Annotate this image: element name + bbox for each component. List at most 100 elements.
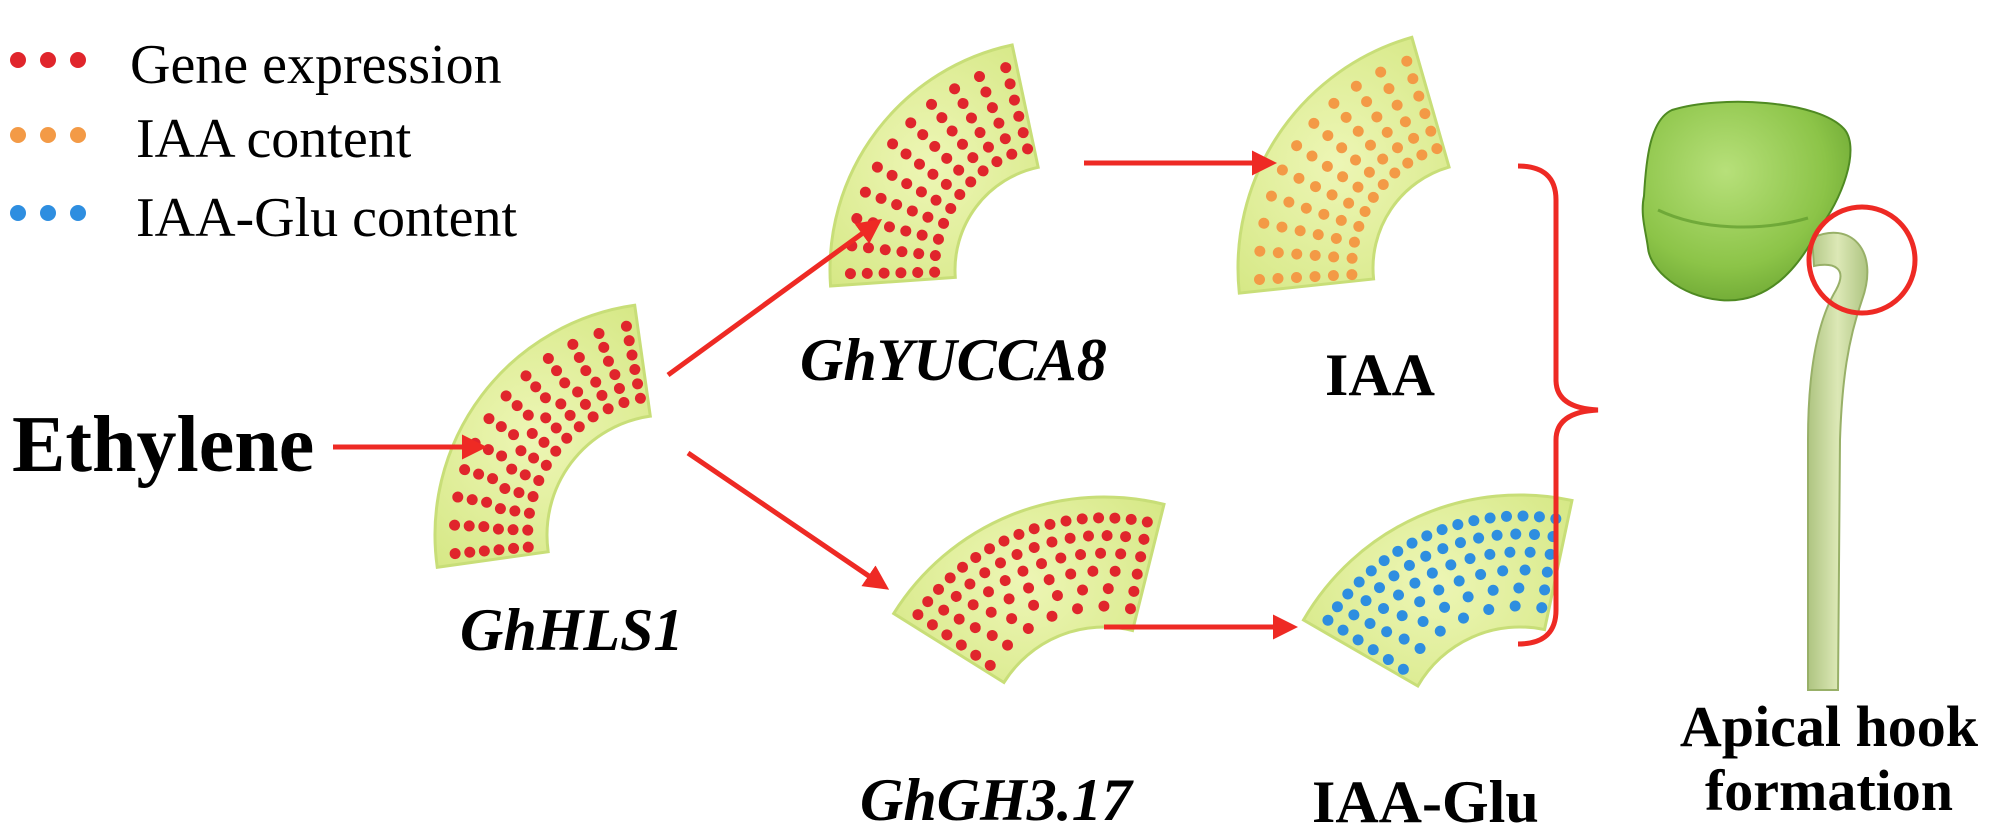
expression-dot bbox=[1283, 196, 1295, 208]
expression-dot bbox=[993, 117, 1005, 129]
legend-dot bbox=[70, 205, 86, 221]
expression-dot bbox=[974, 71, 986, 83]
expression-dot bbox=[1340, 111, 1352, 123]
expression-dot bbox=[929, 266, 941, 278]
expression-dot bbox=[1434, 625, 1446, 637]
expression-dot bbox=[916, 229, 928, 241]
expression-dot bbox=[1294, 225, 1306, 237]
expression-dot bbox=[1101, 530, 1113, 542]
tissue-shape bbox=[891, 495, 1166, 685]
expression-dot bbox=[945, 202, 957, 214]
expression-dot bbox=[1504, 546, 1516, 558]
expression-dot bbox=[1454, 537, 1466, 549]
expression-dot bbox=[1509, 600, 1521, 612]
expression-dot bbox=[539, 392, 551, 404]
expression-dot bbox=[572, 386, 584, 398]
expression-dot bbox=[949, 83, 961, 95]
expression-dot bbox=[459, 464, 471, 476]
expression-dot bbox=[965, 112, 977, 124]
expression-dot bbox=[1028, 541, 1040, 553]
expression-dot bbox=[1322, 130, 1334, 142]
expression-dot bbox=[1377, 153, 1389, 165]
expression-dot bbox=[1087, 565, 1099, 577]
outcome-line-2: formation bbox=[1704, 758, 1954, 823]
expression-dot bbox=[1391, 99, 1403, 111]
expression-dot bbox=[1254, 274, 1266, 286]
expression-dot bbox=[913, 248, 925, 260]
expression-dot bbox=[982, 141, 994, 153]
expression-dot bbox=[1377, 179, 1389, 191]
expression-dot bbox=[1539, 584, 1551, 596]
expression-dot bbox=[957, 561, 969, 573]
expression-dot bbox=[844, 268, 856, 280]
expression-dot bbox=[1402, 157, 1414, 169]
expression-dot bbox=[980, 86, 992, 98]
legend-dot bbox=[40, 205, 56, 221]
expression-dot bbox=[618, 397, 630, 409]
expression-dot bbox=[478, 521, 490, 533]
expression-dot bbox=[969, 622, 981, 634]
expression-dot bbox=[1426, 567, 1438, 579]
expression-dot bbox=[540, 412, 552, 424]
expression-dot bbox=[1043, 574, 1055, 586]
legend-dot bbox=[10, 52, 26, 68]
expression-dot bbox=[984, 543, 996, 555]
expression-dot bbox=[979, 567, 991, 579]
expression-dot bbox=[1382, 654, 1394, 666]
tissue-shape bbox=[828, 43, 1040, 288]
expression-dot bbox=[522, 524, 534, 536]
legend-dot bbox=[70, 127, 86, 143]
expression-dot bbox=[900, 225, 912, 237]
expression-dot bbox=[905, 117, 917, 129]
expression-dot bbox=[1336, 142, 1348, 154]
expression-dot bbox=[1365, 565, 1377, 577]
expression-dot bbox=[1414, 642, 1426, 654]
expression-dot bbox=[579, 398, 591, 410]
expression-dot bbox=[1363, 166, 1375, 178]
expression-dot bbox=[1419, 108, 1431, 120]
expression-dot bbox=[1396, 610, 1408, 622]
expression-dot bbox=[930, 194, 942, 206]
expression-dot bbox=[1392, 545, 1404, 557]
expression-dot bbox=[1401, 55, 1413, 67]
expression-dot bbox=[495, 421, 507, 433]
expression-dot bbox=[1293, 172, 1305, 184]
expression-dot bbox=[929, 250, 941, 262]
expression-dot bbox=[1291, 140, 1303, 152]
expression-dot bbox=[1013, 528, 1025, 540]
expression-dot bbox=[1431, 143, 1443, 155]
apical-hook-highlight-circle bbox=[1806, 204, 1918, 316]
expression-dot bbox=[879, 244, 891, 256]
expression-dot bbox=[941, 629, 953, 641]
expression-dot bbox=[1484, 548, 1496, 560]
tissue-panel-ghhls1 bbox=[433, 303, 652, 569]
expression-dot bbox=[519, 469, 531, 481]
expression-dot bbox=[613, 382, 625, 394]
expression-dot bbox=[626, 349, 638, 361]
expression-dot bbox=[1346, 252, 1358, 264]
expression-dot bbox=[487, 473, 499, 485]
expression-dot bbox=[506, 463, 518, 475]
expression-dot bbox=[985, 606, 997, 618]
expression-dot bbox=[1076, 513, 1088, 525]
expression-dot bbox=[632, 378, 644, 390]
expression-dot bbox=[561, 432, 573, 444]
expression-dot bbox=[509, 505, 521, 517]
expression-dot bbox=[1141, 516, 1153, 528]
expression-dot bbox=[540, 459, 552, 471]
expression-dot bbox=[1536, 602, 1548, 614]
expression-dot bbox=[1327, 270, 1339, 282]
expression-dot bbox=[1533, 511, 1545, 523]
expression-dot bbox=[1006, 613, 1018, 625]
expression-dot bbox=[999, 575, 1011, 587]
expression-dot bbox=[1343, 197, 1355, 209]
expression-dot bbox=[953, 613, 965, 625]
expression-dot bbox=[1364, 139, 1376, 151]
expression-dot bbox=[542, 352, 554, 364]
expression-dot bbox=[1004, 78, 1016, 90]
expression-dot bbox=[634, 392, 646, 404]
expression-dot bbox=[1138, 533, 1150, 545]
expression-dot bbox=[917, 129, 929, 141]
cotyledon-fold bbox=[1657, 208, 1809, 229]
curly-brace bbox=[1517, 163, 1599, 647]
